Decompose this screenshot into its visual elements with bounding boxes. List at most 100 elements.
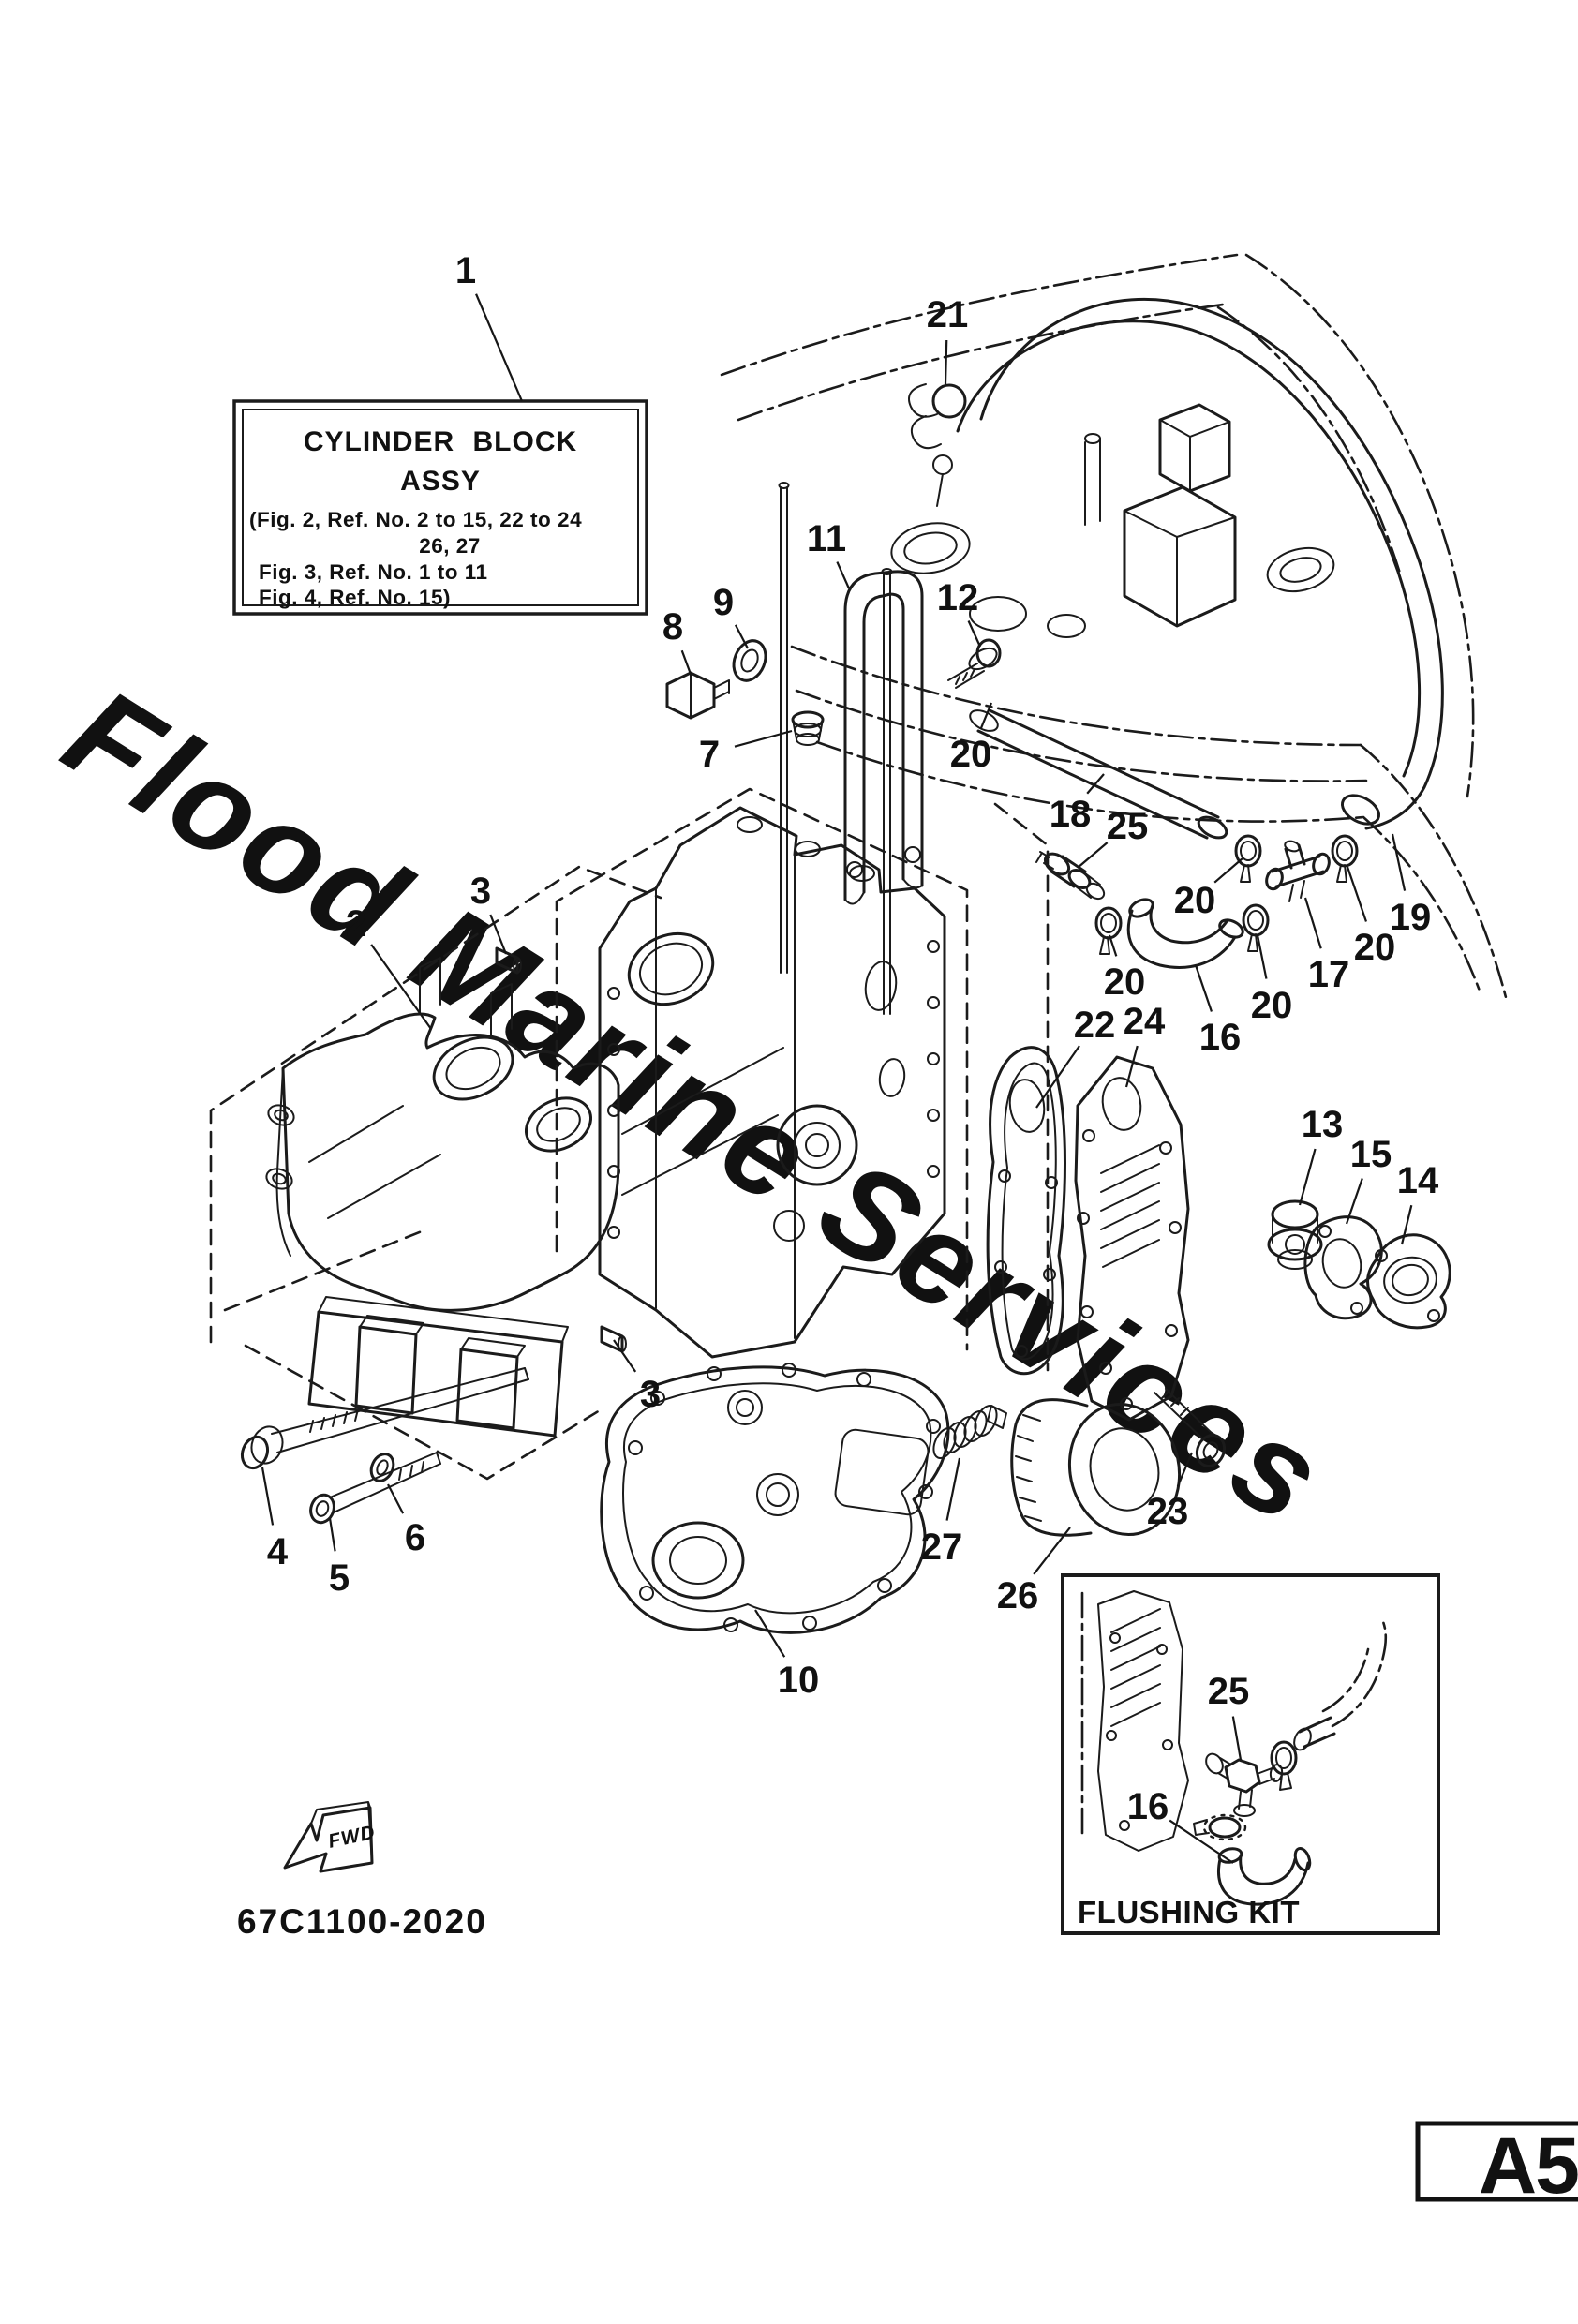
callout-leader-3a [489,914,508,955]
callout-leader-22 [1035,1045,1080,1109]
fwd-label: FWD [326,1822,377,1853]
dowel-pin-3-upper [495,946,522,975]
callout-leader-5 [328,1517,336,1552]
callout-leader-14 [1400,1204,1413,1245]
callout-leader-3b [613,1339,637,1373]
callout-leader-16a [1194,964,1213,1012]
callout-14: 14 [1397,1160,1439,1201]
flushing-kit-inset: FLUSHING KIT [1061,1573,1440,1935]
title-box-title: CYLINDER BLOCK [304,426,577,457]
hose-19 [956,297,1444,830]
title-box: CYLINDER BLOCK ASSY (Fig. 2, Ref. No. 2 … [232,399,648,616]
thermostat-13 [1267,1199,1323,1270]
callout-5: 5 [329,1557,350,1599]
exhaust-cover-24 [1074,1055,1190,1422]
hose-clamp-20-mid-upper [1234,834,1262,883]
callout-leader-18 [1086,773,1105,795]
callout-leader-2 [370,944,432,1030]
callout-leader-13 [1298,1148,1317,1206]
cylinder-block [598,806,946,1359]
assembly-dashed-boxes [209,787,1050,1481]
t-connector-17 [1265,840,1331,902]
hook-21 [908,383,967,450]
callout-leader-25a [1077,842,1109,869]
callout-2: 2 [346,903,366,945]
callout-leader-16b [1169,1819,1234,1864]
callout-leader-1 [475,293,524,402]
callout-12: 12 [937,577,979,618]
callout-22: 22 [1074,1005,1116,1046]
callout-leader-25b [1231,1716,1243,1761]
callout-20a: 20 [950,734,992,775]
callout-leader-20d [1256,934,1268,979]
callout-17: 17 [1308,954,1350,995]
hose-clamp-20-right [1331,834,1359,883]
callout-leader-26 [1033,1527,1071,1575]
callout-20b: 20 [1104,961,1146,1003]
callout-leader-10 [754,1609,786,1658]
callout-20d: 20 [1251,985,1293,1026]
callout-16b: 16 [1127,1786,1169,1827]
callout-25a: 25 [1107,806,1149,847]
callout-20e: 20 [1354,927,1396,968]
bolt-12 [947,638,1002,689]
fitting-25 [1035,851,1106,901]
callout-19: 19 [1390,897,1432,938]
oil-filter-26 [1010,1398,1182,1537]
callout-leader-4 [261,1467,275,1526]
callout-4: 4 [267,1531,289,1572]
callout-leader-6 [387,1483,405,1514]
engine-top-components [890,403,1335,638]
callout-leader-11 [836,561,851,589]
callout-leader-20e [1346,866,1367,922]
dowel-pin-3-lower [600,1325,627,1353]
spring-27 [932,1405,1007,1459]
washer-9 [732,639,767,682]
callout-leader-27 [945,1457,961,1521]
cylinder-studs [778,482,893,1015]
hose-clamp-20-mid-lower [1242,903,1270,952]
callout-18: 18 [1050,794,1092,835]
bolt-5 [309,1452,441,1525]
callout-10: 10 [778,1660,820,1701]
callout-leader-24 [1124,1045,1139,1088]
callout-24: 24 [1124,1001,1166,1042]
title-box-subtitle: ASSY [400,466,481,497]
callout-leader-20c [1213,857,1243,884]
page-ref-badge: A5 [1415,2121,1578,2211]
callout-leader-9 [734,624,749,649]
callout-3a: 3 [470,871,491,912]
callout-6: 6 [405,1517,425,1558]
callout-leader-15 [1345,1178,1363,1225]
washer-6 [369,1452,395,1482]
callout-21: 21 [927,294,969,335]
grommet-7 [791,710,825,746]
fwd-arrow: FWD [283,1801,378,1873]
callout-23: 23 [1147,1491,1189,1532]
callout-13: 13 [1302,1104,1344,1145]
flushing-kit-label: FLUSHING KIT [1078,1895,1300,1929]
callout-8: 8 [662,606,683,648]
callout-leader-20a [979,702,993,730]
callout-3b: 3 [640,1374,661,1415]
title-box-ref-3: Fig. 4, Ref. No. 15) [259,586,451,609]
hose-clamp-20-left [1094,906,1123,955]
callout-27: 27 [921,1527,963,1568]
callout-11: 11 [807,518,846,559]
title-box-ref-1: 26, 27 [419,534,481,558]
drawing-code: 67C1100-2020 [237,1902,487,1941]
crankcase-2 [265,957,620,1312]
watermark: Flood Marine Services [41,661,1348,1552]
plug-8 [665,671,730,720]
callout-25b: 25 [1208,1671,1250,1712]
callout-leader-7 [734,729,793,748]
title-box-ref-2: Fig. 3, Ref. No. 1 to 11 [259,560,488,584]
thermostat-cover-14 [1366,1233,1451,1330]
callout-leader-8 [680,649,693,678]
callout-leader-23 [1176,1452,1194,1487]
callout-leader-19 [1391,833,1407,891]
bolt-4 [240,1367,529,1470]
